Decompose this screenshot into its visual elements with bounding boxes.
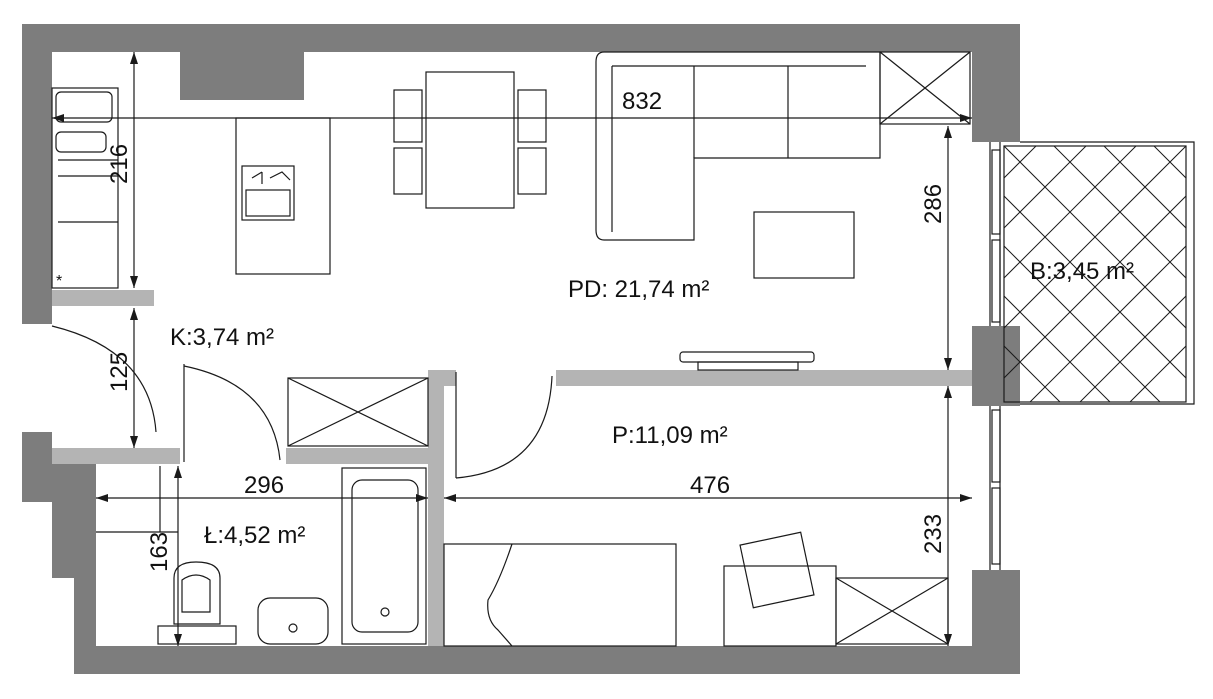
room-label-kitchen-hall: K:3,74 m²: [170, 324, 275, 351]
wall-left-upper: [22, 24, 52, 324]
pillar-right-bottom: [972, 570, 1020, 674]
dim-bath-depth: 163: [146, 531, 173, 572]
wall-left-lower: [22, 432, 52, 502]
room-label-room: P:11,09 m²: [612, 422, 728, 449]
arrow-476-r: [960, 494, 972, 502]
room-label-balcony: B:3,45 m²: [1030, 258, 1135, 285]
shaft-cross: [879, 51, 971, 125]
bathtub-inner: [351, 479, 419, 633]
balcony-floor: [1003, 145, 1187, 403]
balcony-outline: [1020, 141, 1195, 405]
wall-bottom: [74, 646, 1020, 674]
wardrobe-room-cross: [835, 577, 949, 645]
arrow-296-l: [96, 494, 108, 502]
asterisk-symbol: *: [56, 273, 63, 290]
shaft: [879, 51, 971, 125]
hob-inner: [245, 189, 291, 217]
chair-3: [517, 89, 547, 143]
sink-bowl-1: [55, 91, 113, 123]
pillar-right-mid: [972, 326, 1020, 406]
washbasin-drain: [288, 623, 298, 633]
chair-1: [393, 89, 423, 143]
room-label-bathroom: Ł:4,52 m²: [204, 522, 306, 549]
toilet: [173, 561, 221, 625]
kitchen-island: [235, 117, 331, 275]
kitchen-column: [180, 52, 304, 100]
wall-top: [22, 24, 972, 52]
arrow-216-b: [130, 276, 138, 288]
arrow-832-l: [52, 114, 64, 122]
arrow-476-l: [444, 494, 456, 502]
wardrobe: [287, 377, 429, 447]
wall-right-upper: [972, 24, 1020, 142]
bath-door-swing: [183, 365, 281, 461]
window-frame-2: [991, 239, 1001, 323]
wall-left-bottom: [74, 560, 96, 674]
arrow-163-b: [174, 634, 182, 646]
arrow-233-t: [944, 386, 952, 398]
sofa-back: [611, 65, 866, 232]
entry-door-swing: [51, 325, 157, 433]
bathtub: [341, 467, 427, 645]
dim-living-width: 832: [622, 88, 663, 115]
partition-hall-stub: [444, 370, 456, 386]
kitchen-counter: [51, 87, 119, 289]
coffee-table: [753, 211, 855, 279]
partition-kitchen-hall: [52, 290, 154, 306]
window-frame-1: [991, 149, 1001, 235]
tv: [697, 361, 799, 371]
dim-hall-depth: 125: [106, 351, 133, 392]
dim-bath-width: 296: [244, 472, 285, 499]
toilet-seat: [181, 574, 211, 613]
hob: [241, 165, 295, 221]
arrow-125-b: [130, 436, 138, 448]
arrow-296-r: [416, 494, 428, 502]
wall-left-step: [52, 448, 96, 578]
arrow-163-t: [174, 466, 182, 478]
sink-bowl-2: [55, 131, 107, 153]
partition-hall-bath-left: [52, 448, 180, 464]
window-frame-4: [991, 487, 1001, 565]
dining-table: [425, 71, 515, 209]
partition-bath-room: [428, 370, 444, 646]
dim-living-depth: 286: [920, 183, 947, 224]
arrow-832-r: [960, 114, 972, 122]
arrow-216-t: [130, 52, 138, 64]
fixtures: [51, 51, 1195, 647]
balcony-tiles: [1004, 146, 1186, 402]
sofa: [595, 51, 881, 241]
toilet-tank: [157, 625, 237, 645]
exterior-walls: [22, 24, 1020, 674]
dim-kitchen-depth: 216: [106, 143, 133, 184]
dimension-lines: [52, 52, 972, 646]
room-label-living: PD: 21,74 m²: [568, 276, 710, 303]
bed: [443, 543, 677, 647]
washbasin: [257, 597, 329, 645]
window-frame-3: [991, 409, 1001, 483]
tile-lines: [1004, 146, 1186, 402]
dimension-arrows: [52, 52, 972, 646]
bathtub-drain: [380, 607, 390, 617]
partition-hall-bath-right: [286, 448, 428, 464]
tv-bench: [679, 351, 815, 363]
arrow-286-t: [944, 126, 952, 138]
dim-room-depth: 233: [920, 513, 947, 554]
desk-chair: [739, 531, 815, 609]
arrow-286-b: [944, 358, 952, 370]
desk: [723, 565, 837, 647]
dim-room-width: 476: [690, 472, 731, 499]
wardrobe-cross: [287, 377, 429, 447]
partition-living-room: [556, 370, 972, 386]
partitions: [52, 290, 972, 646]
arrow-125-t: [130, 308, 138, 320]
room-door-swing: [455, 375, 553, 479]
arrow-233-b: [944, 634, 952, 646]
bed-sheet: [487, 543, 513, 647]
hob-burners: [251, 171, 291, 184]
chair-2: [393, 147, 423, 195]
chair-4: [517, 147, 547, 195]
